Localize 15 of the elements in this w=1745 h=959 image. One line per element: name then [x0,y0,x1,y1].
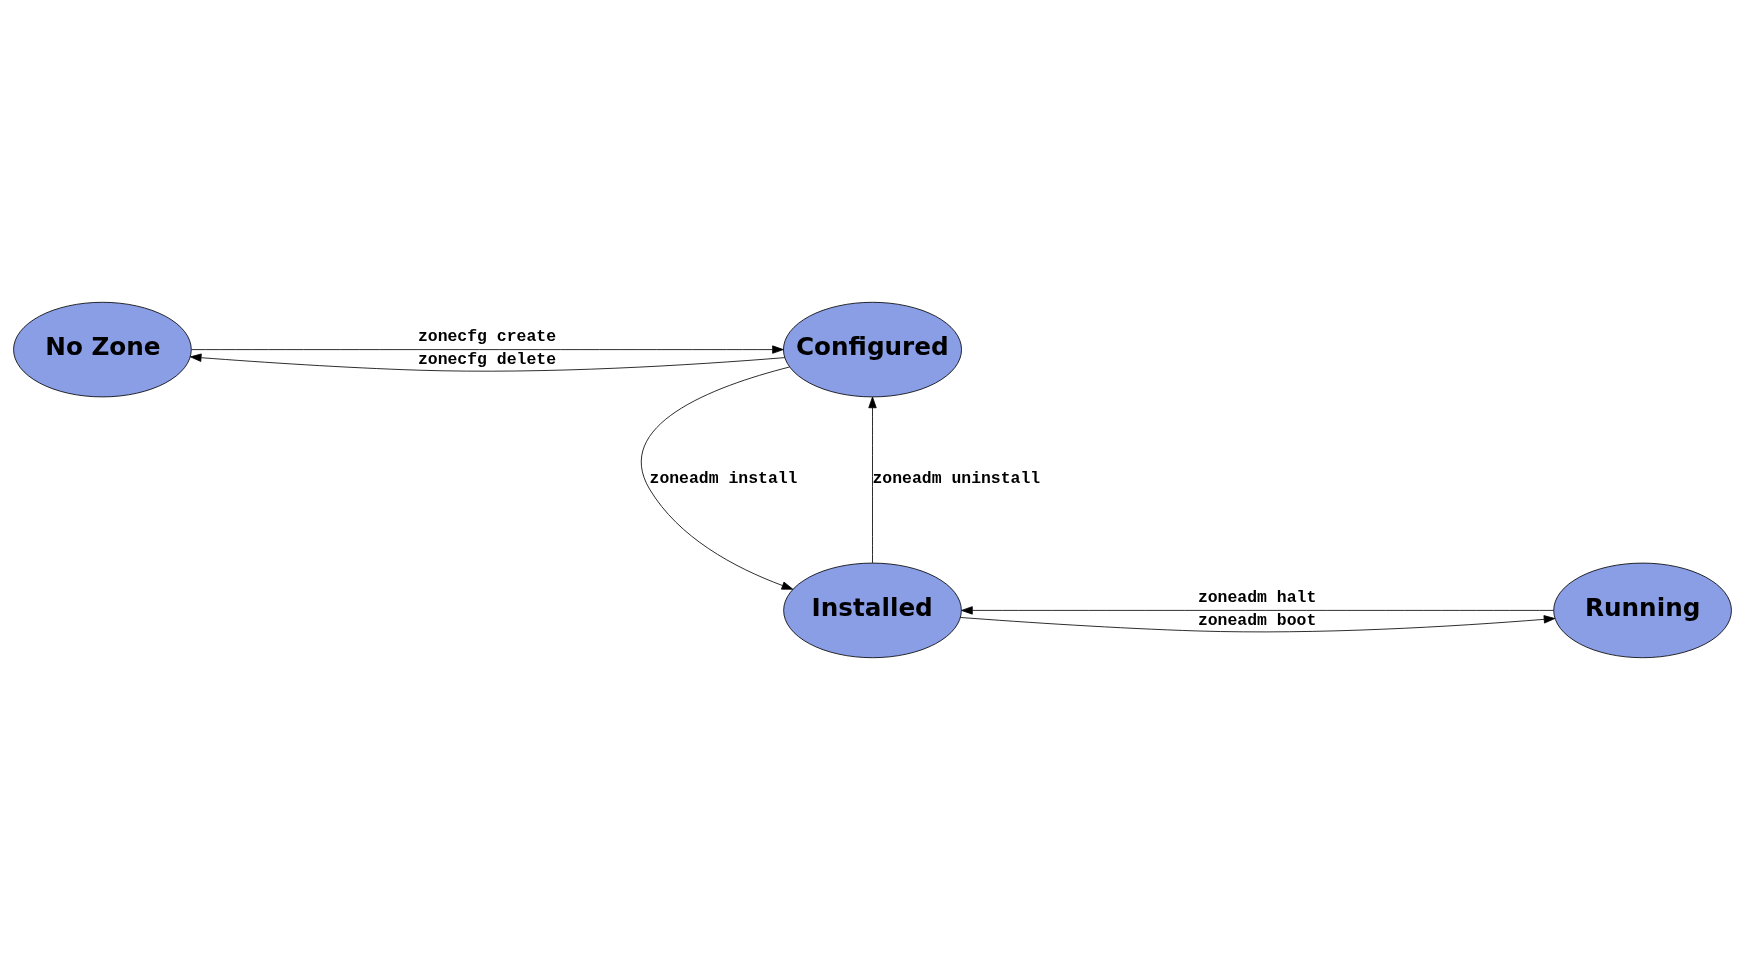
arrow [190,353,786,372]
node-ellipse: Configured [783,301,962,397]
arrow [961,605,1555,615]
node-ellipse: No Zone [13,301,192,397]
arrow [960,614,1556,632]
edge-label: zoneadm boot [1197,610,1317,630]
arrow [640,366,794,590]
arrow [191,344,784,354]
edge-label: zonecfg delete [417,349,557,369]
edge-label: zoneadm uninstall [872,468,1041,488]
edge-label: zoneadm halt [1197,587,1317,607]
edge-label: zonecfg create [417,326,557,346]
edge-label: zoneadm install [649,468,798,488]
node-ellipse: Running [1553,562,1732,658]
arrow [868,396,877,563]
